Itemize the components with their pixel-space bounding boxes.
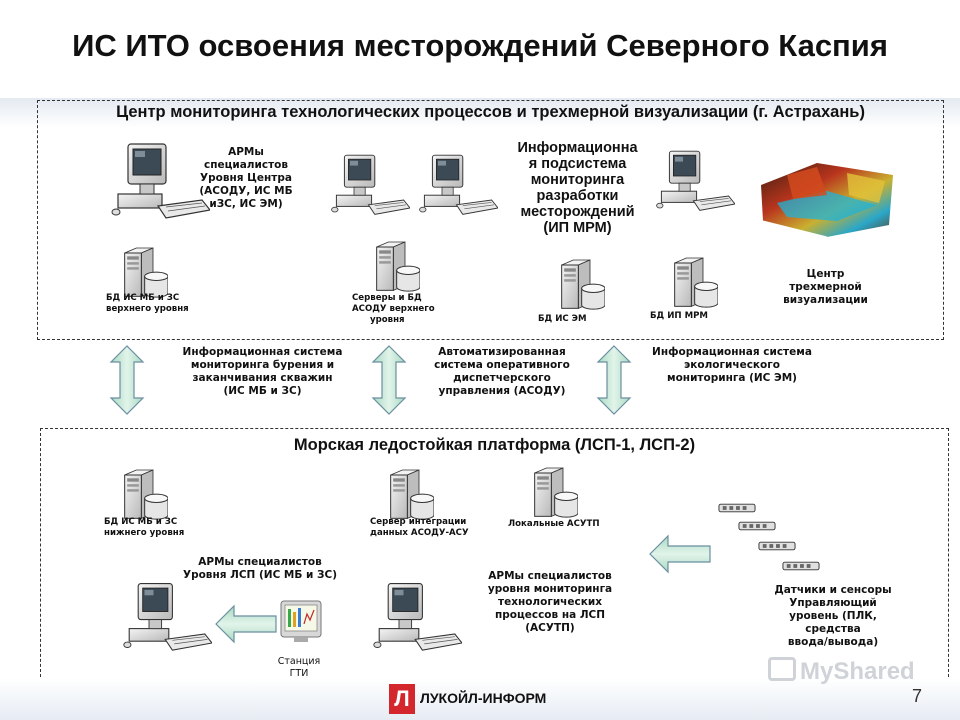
db-upper-label: БД ИС МБ и ЗС верхнего уровня: [106, 293, 189, 314]
ip-mrm-label: Информационна я подсистема мониторинга р…: [517, 140, 638, 236]
gti-station-label: Станция ГТИ: [277, 656, 321, 679]
arm-center-label: АРМы специалистов Уровня Центра (АСОДУ, …: [199, 146, 293, 210]
sensor-icon: [718, 502, 756, 514]
server-icon: [528, 466, 578, 520]
sensors-label: Датчики и сенсоры Управляющий уровень (П…: [774, 584, 892, 648]
database-icon: [118, 468, 168, 522]
viz-center-label: Центр трехмерной визуализации: [783, 268, 868, 306]
arm-monitoring-label: АРМы специалистов уровня мониторинга тех…: [487, 570, 613, 634]
arm-computer-icon: [372, 580, 462, 652]
servers-db-label: Серверы и БД АСОДУ верхнего уровня: [352, 293, 435, 325]
computer-icon: [418, 152, 498, 216]
footer-band: [0, 678, 960, 720]
double-arrow-icon: [371, 345, 407, 415]
arrow-left-icon: [649, 534, 711, 574]
sensor-icon: [738, 520, 776, 532]
center-title: Центр мониторинга технологических процес…: [116, 103, 865, 121]
platform-title: Морская ледостойкая платформа (ЛСП-1, ЛС…: [293, 436, 696, 454]
computer-icon: [330, 152, 410, 216]
arm-computer-icon: [122, 580, 212, 652]
sensor-icon: [782, 560, 820, 572]
arm-computer-icon: [110, 140, 210, 220]
double-arrow-icon: [109, 345, 145, 415]
database-icon: [118, 246, 168, 300]
system-label-right: Информационная система экологического мо…: [652, 346, 812, 384]
3d-model-icon: [757, 155, 895, 240]
page-title: ИС ИТО освоения месторождений Северного …: [72, 28, 888, 63]
sensor-icon: [758, 540, 796, 552]
local-asutp-label: Локальные АСУТП: [508, 519, 600, 529]
server-icon: [370, 240, 420, 294]
header-band: [0, 98, 960, 128]
db-ip-mrm-label: БД ИП МРМ: [650, 311, 708, 321]
gti-station-icon: [280, 600, 322, 644]
watermark: MyShared: [768, 657, 915, 686]
database-icon: [555, 258, 605, 312]
system-label-middle: Автоматизированная система оперативного …: [434, 346, 570, 397]
server-icon: [384, 468, 434, 522]
computer-icon: [655, 148, 735, 212]
page-number: 7: [911, 686, 922, 706]
3d-visualization-image: [757, 155, 895, 240]
watermark-icon: [768, 657, 796, 681]
database-icon: [668, 256, 718, 310]
company-name: ЛУКОЙЛ-ИНФОРМ: [420, 690, 547, 706]
double-arrow-icon: [596, 345, 632, 415]
lukoil-logo-icon: Л: [389, 684, 415, 714]
db-lower-label: БД ИС МБ и ЗС нижнего уровня: [104, 517, 185, 538]
arm-lsp-label: АРМы специалистов Уровня ЛСП (ИС МБ и ЗС…: [182, 556, 338, 581]
system-label-left: Информационная система мониторинга бурен…: [182, 346, 343, 397]
center-box: [37, 100, 944, 340]
db-is-em-label: БД ИС ЭМ: [538, 314, 587, 324]
arrow-left-icon: [215, 604, 277, 644]
integration-server-label: Сервер интеграции данных АСОДУ-АСУ: [370, 517, 469, 538]
